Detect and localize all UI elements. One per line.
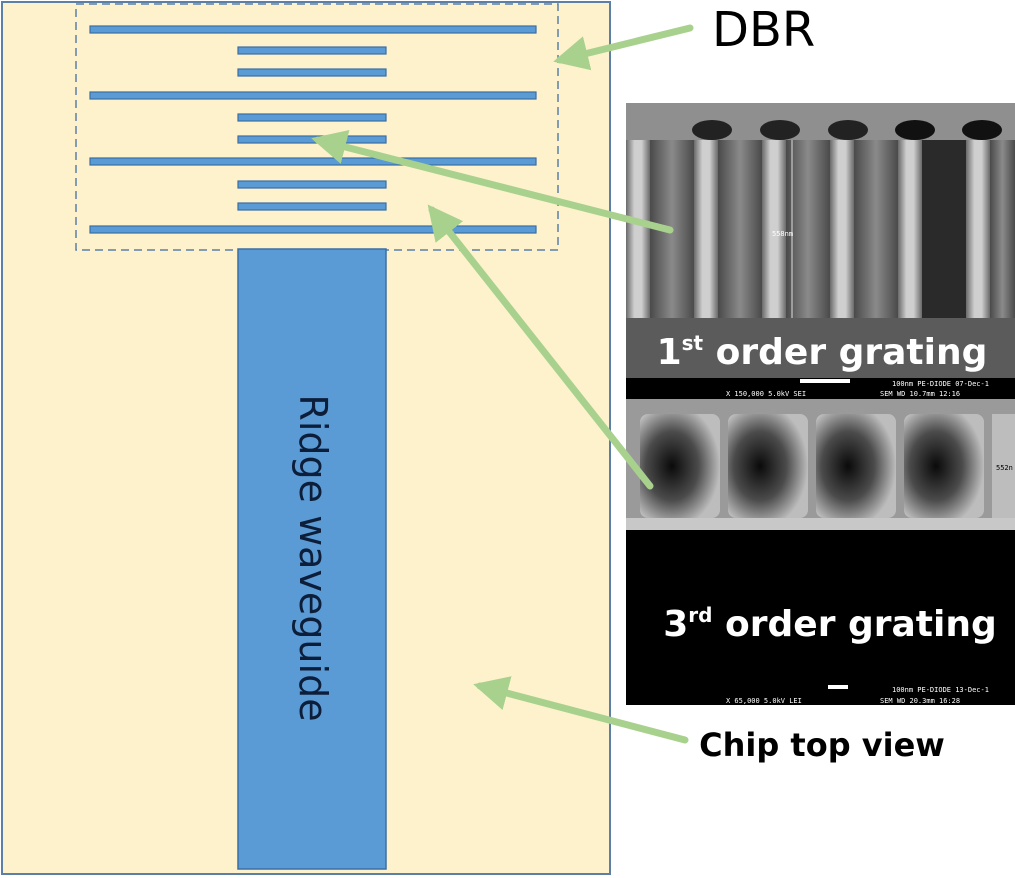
third-order-info-right: 100nm PE-DIODE 13-Dec-1: [892, 686, 989, 694]
grating-line-long: [89, 225, 537, 234]
dbr-label: DBR: [712, 2, 815, 58]
grating-line-short: [237, 202, 387, 211]
chip-top-view-label: Chip top view: [699, 726, 945, 764]
first-order-info-left: X 150,000 5.0kV SEI: [726, 390, 806, 398]
first-order-info-right2: SEM WD 10.7mm 12:16: [880, 390, 960, 398]
ridge-waveguide: [237, 248, 387, 870]
grating-line-short: [237, 68, 387, 77]
chip-top-view-arrow: [473, 676, 689, 744]
first-order-caption: 1st order grating: [657, 331, 988, 373]
third-order-measure: 552n: [996, 464, 1013, 472]
pointer-arrows: [311, 24, 694, 744]
grating-line-short: [237, 180, 387, 189]
sem-image-first-order: 558nm 1st order grating X 150,000 5.0kV …: [626, 103, 1015, 399]
grating-line-long: [89, 25, 537, 34]
third-order-info-right2: SEM WD 20.3mm 16:28: [880, 697, 960, 705]
third-order-caption: 3rd order grating: [663, 603, 997, 645]
third-order-arrow: [427, 204, 654, 490]
grating-line-long: [89, 91, 537, 100]
first-order-trenches: [626, 120, 1015, 318]
grating-line-short: [237, 135, 387, 144]
first-order-measure: 558nm: [772, 230, 793, 238]
ridge-waveguide-label: Ridge waveguide: [291, 394, 335, 721]
grating-line-short: [237, 46, 387, 55]
first-order-info-right: 100nm PE-DIODE 07-Dec-1: [892, 380, 989, 388]
sem-image-third-order: 552n 3rd order grating X 65,000 5.0kV LE…: [626, 399, 1015, 705]
grating-line-short: [237, 113, 387, 122]
grating-line-long: [89, 157, 537, 166]
dbr-arrow: [553, 24, 694, 71]
third-order-info-left: X 65,000 5.0kV LEI: [726, 697, 802, 705]
first-order-arrow: [311, 129, 674, 234]
